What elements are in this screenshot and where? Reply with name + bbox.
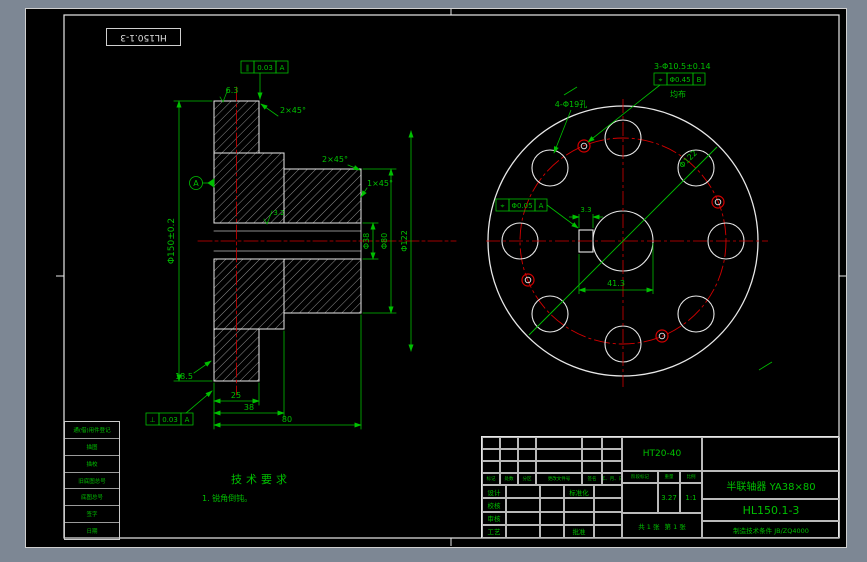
- stage-values: 3.27 1:1: [622, 483, 702, 513]
- bolt-circle-dim-label: Φ122: [677, 148, 699, 170]
- fcf-pins-value: Φ0.45: [669, 76, 690, 84]
- chamfer-top-label: 2×45°: [280, 106, 306, 115]
- hdr-zone: 分区: [518, 473, 536, 485]
- signature-rows: 设计 标准化 校核 审核 工艺 批准: [482, 485, 622, 538]
- hdr-sign: 签名: [582, 473, 602, 485]
- tech-req-item: 1. 锐角倒钝。: [202, 494, 253, 503]
- role-review: 审核: [482, 511, 506, 525]
- hub-step-upper: [283, 168, 362, 224]
- keyway-depth-label: 3.3: [580, 206, 591, 214]
- role-design: 设计: [482, 485, 506, 499]
- fcf-key-symbol: ⌖: [501, 202, 505, 210]
- aux-row: 描图: [65, 439, 119, 456]
- corner-part-number: HL150.1-3: [106, 28, 181, 46]
- bolt-circle-dim-line: [528, 146, 718, 336]
- drawing-number: HL150.1-3: [702, 499, 840, 521]
- hub-dim-label: Φ80: [380, 233, 389, 249]
- holes-note: 4-Φ19孔: [555, 100, 587, 109]
- fcf-top-symbol: ∥: [246, 64, 250, 72]
- hdr-mark: 标记: [482, 473, 500, 485]
- fcf-key-datum: A: [539, 202, 544, 210]
- chamfer-flange-label: 2×45°: [322, 155, 348, 164]
- datum-a-label: A: [193, 179, 199, 188]
- title-block: 标记 处数 分区 更改文件号 签名 年、月、日 设计 标准化 校核 审核 工艺 …: [481, 436, 840, 538]
- pins-note: 3-Φ10.5±0.14: [654, 62, 711, 71]
- bolt-dim-label: Φ122: [400, 230, 409, 252]
- fcf-top-value: 0.03: [257, 64, 273, 72]
- fcf-bottom-value: 0.03: [162, 416, 178, 424]
- hdr-date: 年、月、日: [602, 473, 622, 485]
- role-standardize: 标准化: [564, 485, 594, 499]
- scale-value: 1:1: [680, 483, 702, 513]
- part-name: 半联轴器 YA38×80: [702, 471, 840, 499]
- material-designation: HT20-40: [622, 437, 702, 471]
- bore-dim-label: Φ38: [362, 233, 371, 249]
- sheet-frame: [56, 9, 846, 546]
- keyway-total-label: 41.3: [607, 279, 625, 288]
- fcf-bottom-symbol: ⊥: [149, 416, 155, 424]
- title-block-note: 制造技术条件 JB/ZQ4000: [702, 521, 840, 538]
- aux-row: 旧底图总号: [65, 473, 119, 490]
- tech-req-title: 技术要求: [231, 473, 291, 486]
- role-approve: 批准: [564, 524, 594, 538]
- aux-table: 通(借)用件登记 描图 描校 旧底图总号 底图总号 签字 日期: [64, 421, 120, 540]
- hdr-docno: 更改文件号: [536, 473, 582, 485]
- role-check: 校核: [482, 498, 506, 512]
- front-view: 4-Φ19孔 3-Φ10.5±0.14 ⌖ Φ0.45 B 均布 ⌖ Φ0.05…: [486, 62, 773, 387]
- len1-label: 25: [231, 391, 241, 400]
- role-process: 工艺: [482, 524, 506, 538]
- hub-step-lower: [283, 258, 362, 314]
- fcf-key-value: Φ0.05: [511, 202, 532, 210]
- fcf-top-datum: A: [280, 64, 285, 72]
- chamfer-hub-label: 1×45°: [367, 179, 393, 188]
- aux-row: 描校: [65, 456, 119, 473]
- od-dim-label: Φ150±0.2: [167, 218, 177, 264]
- left-section-view: ∥ 0.03 A ⊥ 0.03 A A 6.3 3.2 2×45° 2×45° …: [145, 60, 457, 430]
- company-cell: [702, 437, 840, 471]
- aux-row: 底图总号: [65, 489, 119, 507]
- stage-header: 阶段标记 重量 比例: [622, 471, 702, 483]
- corner-dim-label: 18.5: [175, 372, 193, 381]
- sheet-count-cell: 共 1 张 第 1 张: [622, 513, 702, 538]
- weight-value: 3.27: [658, 483, 680, 513]
- hdr-count: 处数: [500, 473, 518, 485]
- sheet-count: 共 1 张: [638, 522, 660, 531]
- drawing-svg: ∥ 0.03 A ⊥ 0.03 A A 6.3 3.2 2×45° 2×45° …: [56, 9, 846, 546]
- roughness-bore: 3.2: [273, 209, 284, 217]
- fcf-bottom-datum: A: [185, 416, 190, 424]
- aux-row: 日期: [86, 529, 98, 536]
- aux-row: 签字: [65, 506, 119, 524]
- change-record-header: 标记 处数 分区 更改文件号 签名 年、月、日: [482, 473, 622, 485]
- fcf-pins-datum: B: [697, 76, 702, 84]
- evenly-spaced-note: 均布: [670, 89, 686, 99]
- change-record-rows: [482, 437, 622, 473]
- stage-mark-value: [622, 483, 658, 513]
- len3-label: 80: [282, 415, 292, 424]
- len2-label: 38: [244, 403, 254, 412]
- drawing-sheet: ∥ 0.03 A ⊥ 0.03 A A 6.3 3.2 2×45° 2×45° …: [25, 8, 847, 548]
- fcf-pins-symbol: ⌖: [659, 76, 663, 84]
- small-marked-holes: [521, 139, 725, 343]
- technical-requirements: 技术要求 1. 锐角倒钝。: [196, 471, 326, 504]
- sheet-index: 第 1 张: [664, 522, 686, 531]
- aux-row: 通(借)用件登记: [65, 422, 119, 439]
- roughness-top: 6.3: [226, 86, 239, 95]
- hub-section-lower: [213, 258, 285, 330]
